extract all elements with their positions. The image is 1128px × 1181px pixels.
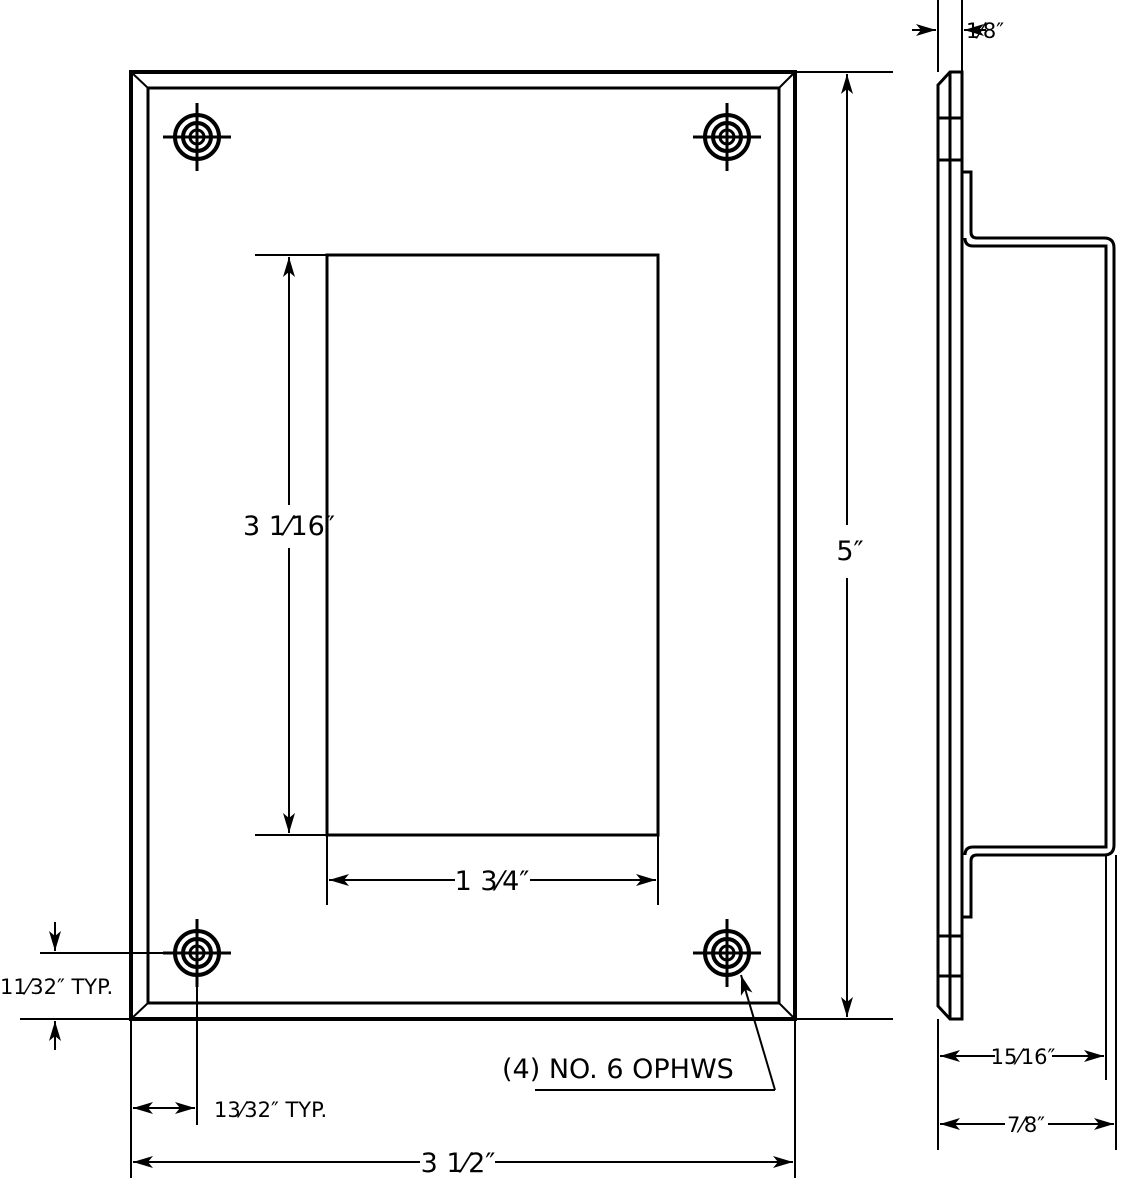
- plate-thickness-label: 1⁄8″: [966, 19, 1004, 43]
- screw-hole-icon: [691, 101, 763, 173]
- dimension-labels: 5″ 3 1⁄16″ 1 3⁄4″ 3 1⁄2″ 13⁄32″ TYP. 11⁄…: [0, 511, 864, 1179]
- depth-outer-label: 7⁄8″: [1007, 1113, 1045, 1137]
- bevel-corners: [130, 71, 796, 1020]
- height-dim-label: 5″: [836, 536, 863, 567]
- side-view: [936, 70, 1116, 1021]
- dimension-lines: [20, 71, 893, 1178]
- side-dimension-lines: [912, 0, 1117, 1150]
- side-dimension-labels: 1⁄8″ 15⁄16″ 7⁄8″: [966, 19, 1056, 1137]
- opening-width-dim-label: 1 3⁄4″: [455, 866, 530, 897]
- screw-hole-icon: [161, 101, 233, 173]
- front-view: [129, 70, 797, 1021]
- hole-x-offset-label: 13⁄32″ TYP.: [214, 1098, 327, 1122]
- hole-y-offset-label: 11⁄32″ TYP.: [0, 975, 113, 999]
- screw-callout: (4) NO. 6 OPHWS: [502, 1054, 734, 1085]
- opening: [325, 253, 660, 837]
- plate-outline: [129, 70, 797, 1021]
- overall-width-dim-label: 3 1⁄2″: [421, 1148, 496, 1179]
- depth-inner-label: 15⁄16″: [991, 1045, 1056, 1069]
- screw-hole-icon: [691, 917, 763, 989]
- plate-bevel: [146, 86, 781, 1005]
- opening-height-dim-label: 3 1⁄16″: [243, 511, 335, 542]
